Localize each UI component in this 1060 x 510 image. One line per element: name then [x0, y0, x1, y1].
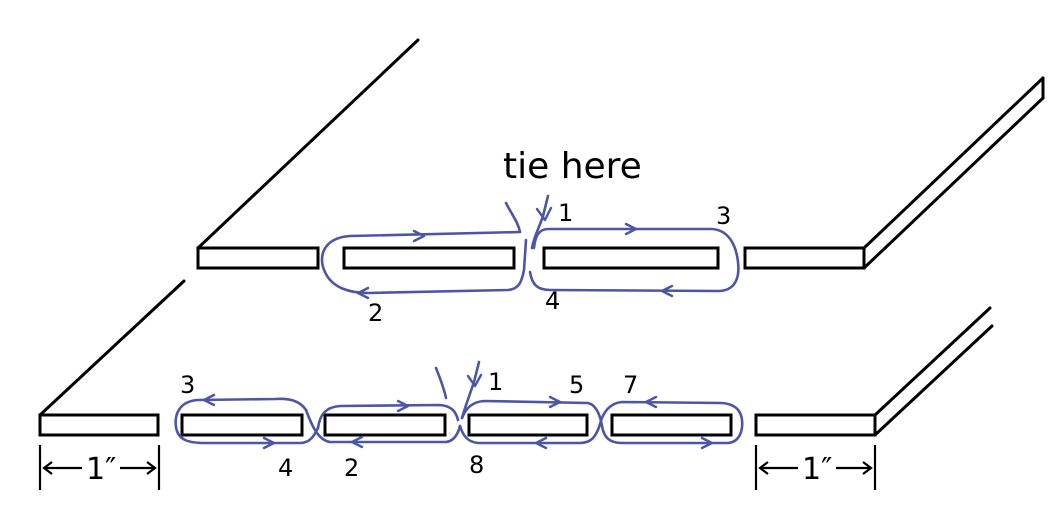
top-slot-2	[342, 246, 516, 270]
bottom-label-1: 1	[488, 368, 503, 396]
bottom-label-2: 2	[344, 454, 359, 482]
bottom-label-3: 3	[180, 371, 195, 399]
bottom-arrow-right-icon	[548, 395, 562, 409]
bottom-arrow-left-icon	[350, 435, 364, 449]
bottom-arrow-right-icon	[262, 436, 276, 450]
bottom-label-8: 8	[469, 451, 484, 479]
bottom-slot-6	[754, 413, 877, 437]
bottom-arrow-right-icon	[396, 399, 410, 413]
right-dimension-label: 1″	[802, 452, 832, 487]
bottom-panel-left-edge	[38, 279, 186, 417]
top-label-4: 4	[545, 287, 560, 315]
top-thread-loop-left	[320, 230, 528, 295]
right-dimension: 1″	[754, 445, 877, 490]
bottom-thread-loop-2	[316, 403, 460, 430]
bottom-thread-loop-1	[174, 397, 320, 445]
top-label-3: 3	[716, 202, 731, 230]
bottom-thread-tail-right	[460, 360, 481, 420]
tie-here-annotation: tie here	[503, 146, 642, 187]
right-arrowhead-icon	[146, 461, 157, 475]
top-arrow-right-icon	[412, 229, 426, 243]
bottom-arrow-left-icon	[202, 393, 216, 407]
bottom-lacing-thread	[174, 360, 744, 450]
bottom-arrow-down-icon	[466, 373, 483, 388]
left-arrowhead-icon	[42, 461, 53, 475]
bottom-thread-tail-left	[434, 366, 448, 400]
top-thread-tail-right	[530, 194, 550, 250]
bottom-arrow-left-icon	[644, 395, 658, 409]
bottom-slot-4	[467, 413, 589, 437]
bottom-thread-loop-4	[458, 399, 744, 445]
top-arrow-left-icon	[356, 286, 370, 300]
top-panel-right-edge	[862, 76, 1045, 250]
bottom-panel-right-edge	[873, 306, 992, 417]
top-label-1: 1	[558, 199, 573, 227]
top-arrow-down-icon	[535, 206, 553, 222]
bottom-arrow-left-icon	[534, 436, 548, 450]
top-panel: tie here 1 2 3 4	[196, 38, 1045, 327]
top-label-2: 2	[368, 299, 383, 327]
left-dimension: 1″	[38, 445, 161, 490]
top-panel-left-edge	[196, 38, 420, 250]
bottom-slot-1	[38, 413, 160, 437]
bottom-thread-loop-3	[304, 408, 462, 444]
top-thread-tail-left	[504, 201, 522, 234]
top-arrow-left-icon	[660, 284, 674, 298]
left-arrowhead-icon	[758, 461, 769, 475]
bottom-label-5: 5	[569, 371, 584, 399]
left-dimension-label: 1″	[86, 452, 116, 487]
top-slot-1	[196, 246, 320, 270]
top-slot-3	[542, 246, 720, 270]
bottom-panel-right-edge-thickness	[873, 324, 994, 437]
bottom-panel: 1 2 3 4 5 7 8	[38, 279, 994, 482]
right-arrowhead-icon	[862, 461, 873, 475]
bottom-slot-3	[323, 413, 447, 437]
top-slot-4	[743, 246, 866, 270]
bottom-slot-5	[610, 413, 733, 437]
top-lacing-thread	[320, 194, 740, 300]
bottom-slot-2	[180, 413, 304, 437]
bottom-arrow-right-icon	[700, 436, 714, 450]
top-panel-right-edge-thickness	[862, 96, 1045, 270]
bottom-label-7: 7	[623, 371, 638, 399]
top-arrow-right-icon	[624, 222, 638, 236]
bottom-label-4: 4	[278, 454, 293, 482]
top-thread-loop-right	[528, 227, 740, 293]
